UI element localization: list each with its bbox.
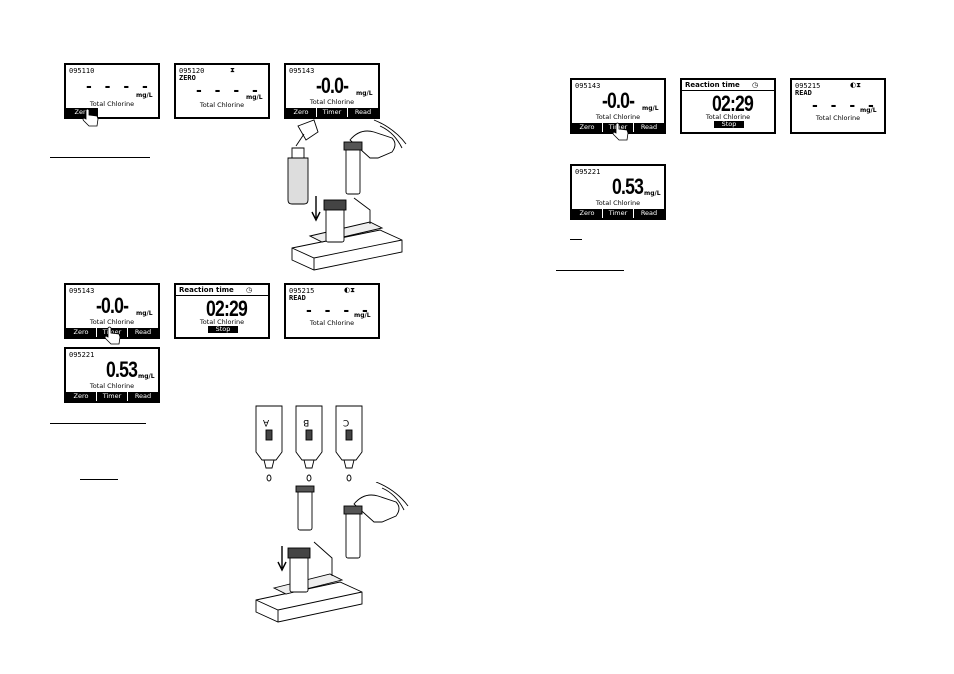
softkey-bar: Zero (66, 108, 158, 117)
clock-icon: ◷ (752, 81, 759, 89)
screen-code: 095221 (69, 351, 95, 359)
status-label: READ (795, 89, 812, 97)
timer-value: 02:29 (206, 296, 248, 321)
heading-underline (80, 479, 118, 480)
meter-screen-reaction-time: Reaction time ◷ 02:29 Total Chlorine Sto… (174, 283, 270, 339)
reading-value: -0.0- (316, 73, 349, 98)
parameter-label: Total Chlorine (595, 199, 641, 207)
stop-softkey[interactable]: Stop (714, 121, 744, 128)
pointing-hand-icon (612, 122, 629, 141)
meter-screen-result: 095221 0.53 mg/L Total Chlorine Zero Tim… (64, 347, 160, 403)
reagent-bottles-illustration (255, 405, 363, 482)
reading-value: -0.0- (96, 293, 129, 318)
reading-value: 0.53 (612, 174, 644, 199)
read-softkey[interactable]: Read (127, 328, 158, 337)
unit-label: mg/L (354, 312, 371, 319)
unit-label: mg/L (136, 310, 153, 317)
meter-screen-read-right: 095215 READ ◐⧗ - - - - mg/L Total Chlori… (790, 78, 886, 134)
status-label: ZERO (179, 74, 196, 82)
zero-softkey[interactable]: Zero (579, 209, 595, 217)
zero-softkey[interactable]: Zero (74, 108, 90, 116)
unit-label: mg/L (356, 90, 373, 97)
heading-underline (50, 157, 150, 158)
reagent-bottle-a (255, 405, 283, 482)
read-softkey[interactable]: Read (127, 392, 158, 401)
softkey-bar: Zero Timer Read (66, 392, 158, 401)
meter-screen-read: 095215 READ ◐⧗ - - - - mg/L Total Chlori… (284, 283, 380, 339)
bottle-b-label: B (303, 417, 310, 427)
heading-underline (556, 270, 624, 271)
hourglass-icon: ⧗ (230, 66, 235, 74)
timer-softkey[interactable]: Timer (316, 108, 347, 117)
reading-dashes: - - - - (812, 98, 878, 114)
parameter-label: Total Chlorine (89, 318, 135, 326)
reading-dashes: - - - - (196, 83, 262, 99)
softkey-bar: Zero Timer Read (286, 108, 378, 117)
reagent-bottle-b (295, 405, 323, 482)
timer-softkey[interactable]: Timer (96, 328, 127, 337)
meter-screen-result-right: 095221 0.53 mg/L Total Chlorine Zero Tim… (570, 164, 666, 220)
parameter-label: Total Chlorine (199, 318, 245, 326)
meter-screen-timer: 095143 -0.0- mg/L Total Chlorine Zero Ti… (64, 283, 160, 339)
parameter-label: Total Chlorine (199, 101, 245, 109)
parameter-label: Total Chlorine (815, 114, 861, 122)
unit-label: mg/L (136, 92, 153, 99)
zero-softkey[interactable]: Zero (579, 123, 595, 131)
parameter-label: Total Chlorine (89, 382, 135, 390)
unit-label: mg/L (138, 373, 155, 380)
meter-screen-zero-done: 095120 ZERO ⧗ - - - - mg/L Total Chlorin… (174, 63, 270, 119)
screen-code: 095143 (575, 82, 601, 90)
timer-softkey[interactable]: Timer (96, 392, 127, 401)
bottle-c-label: C (343, 417, 350, 427)
parameter-label: Total Chlorine (309, 98, 355, 106)
screen-header: Reaction time (179, 286, 234, 294)
note-underline (570, 239, 582, 240)
status-label: READ (289, 294, 306, 302)
unit-label: mg/L (644, 190, 661, 197)
meter-vial-insertion-illustration-2 (255, 482, 409, 623)
screen-code: 095110 (69, 67, 95, 75)
unit-label: mg/L (642, 105, 659, 112)
read-softkey[interactable]: Read (633, 123, 664, 132)
screen-code: 095215 (795, 82, 821, 90)
parameter-label: Total Chlorine (309, 319, 355, 327)
meter-screen-zero-ready: 095110 - - - - mg/L Total Chlorine Zero (64, 63, 160, 119)
timer-softkey[interactable]: Timer (602, 209, 633, 218)
zero-softkey[interactable]: Zero (293, 108, 309, 116)
heading-underline (50, 423, 146, 424)
read-softkey[interactable]: Read (633, 209, 664, 218)
unit-label: mg/L (246, 94, 263, 101)
screen-header: Reaction time (685, 81, 740, 89)
pointing-hand-icon (104, 326, 121, 345)
timer-value: 02:29 (712, 91, 754, 116)
reading-value: 0.53 (106, 357, 138, 382)
meter-vial-insertion-illustration (287, 119, 407, 271)
lamp-hourglass-icon: ◐⧗ (850, 81, 862, 89)
screen-code: 095120 (179, 67, 205, 75)
softkey-bar: Zero Timer Read (572, 209, 664, 218)
parameter-label: Total Chlorine (89, 100, 135, 108)
stop-softkey[interactable]: Stop (208, 326, 238, 333)
screen-code: 095143 (289, 67, 315, 75)
reagent-bottle-c (335, 405, 363, 482)
meter-screen-reaction-time-right: Reaction time ◷ 02:29 Total Chlorine Sto… (680, 78, 776, 134)
unit-label: mg/L (860, 107, 877, 114)
softkey-bar: Zero Timer Read (66, 328, 158, 337)
bottle-a-label: A (263, 417, 270, 427)
screen-code: 095221 (575, 168, 601, 176)
reading-dashes: - - - - (86, 79, 152, 95)
pointing-hand-icon (82, 108, 99, 127)
parameter-label: Total Chlorine (705, 113, 751, 121)
zero-softkey[interactable]: Zero (73, 328, 89, 336)
screen-code: 095215 (289, 287, 315, 295)
zero-softkey[interactable]: Zero (73, 392, 89, 400)
reading-dashes: - - - - (306, 303, 372, 319)
parameter-label: Total Chlorine (595, 113, 641, 121)
lamp-hourglass-icon: ◐⧗ (344, 286, 356, 294)
screen-code: 095143 (69, 287, 95, 295)
clock-icon: ◷ (246, 286, 253, 294)
reading-value: -0.0- (602, 88, 635, 113)
meter-screen-blank: 095143 -0.0- mg/L Total Chlorine Zero Ti… (284, 63, 380, 119)
read-softkey[interactable]: Read (347, 108, 378, 117)
